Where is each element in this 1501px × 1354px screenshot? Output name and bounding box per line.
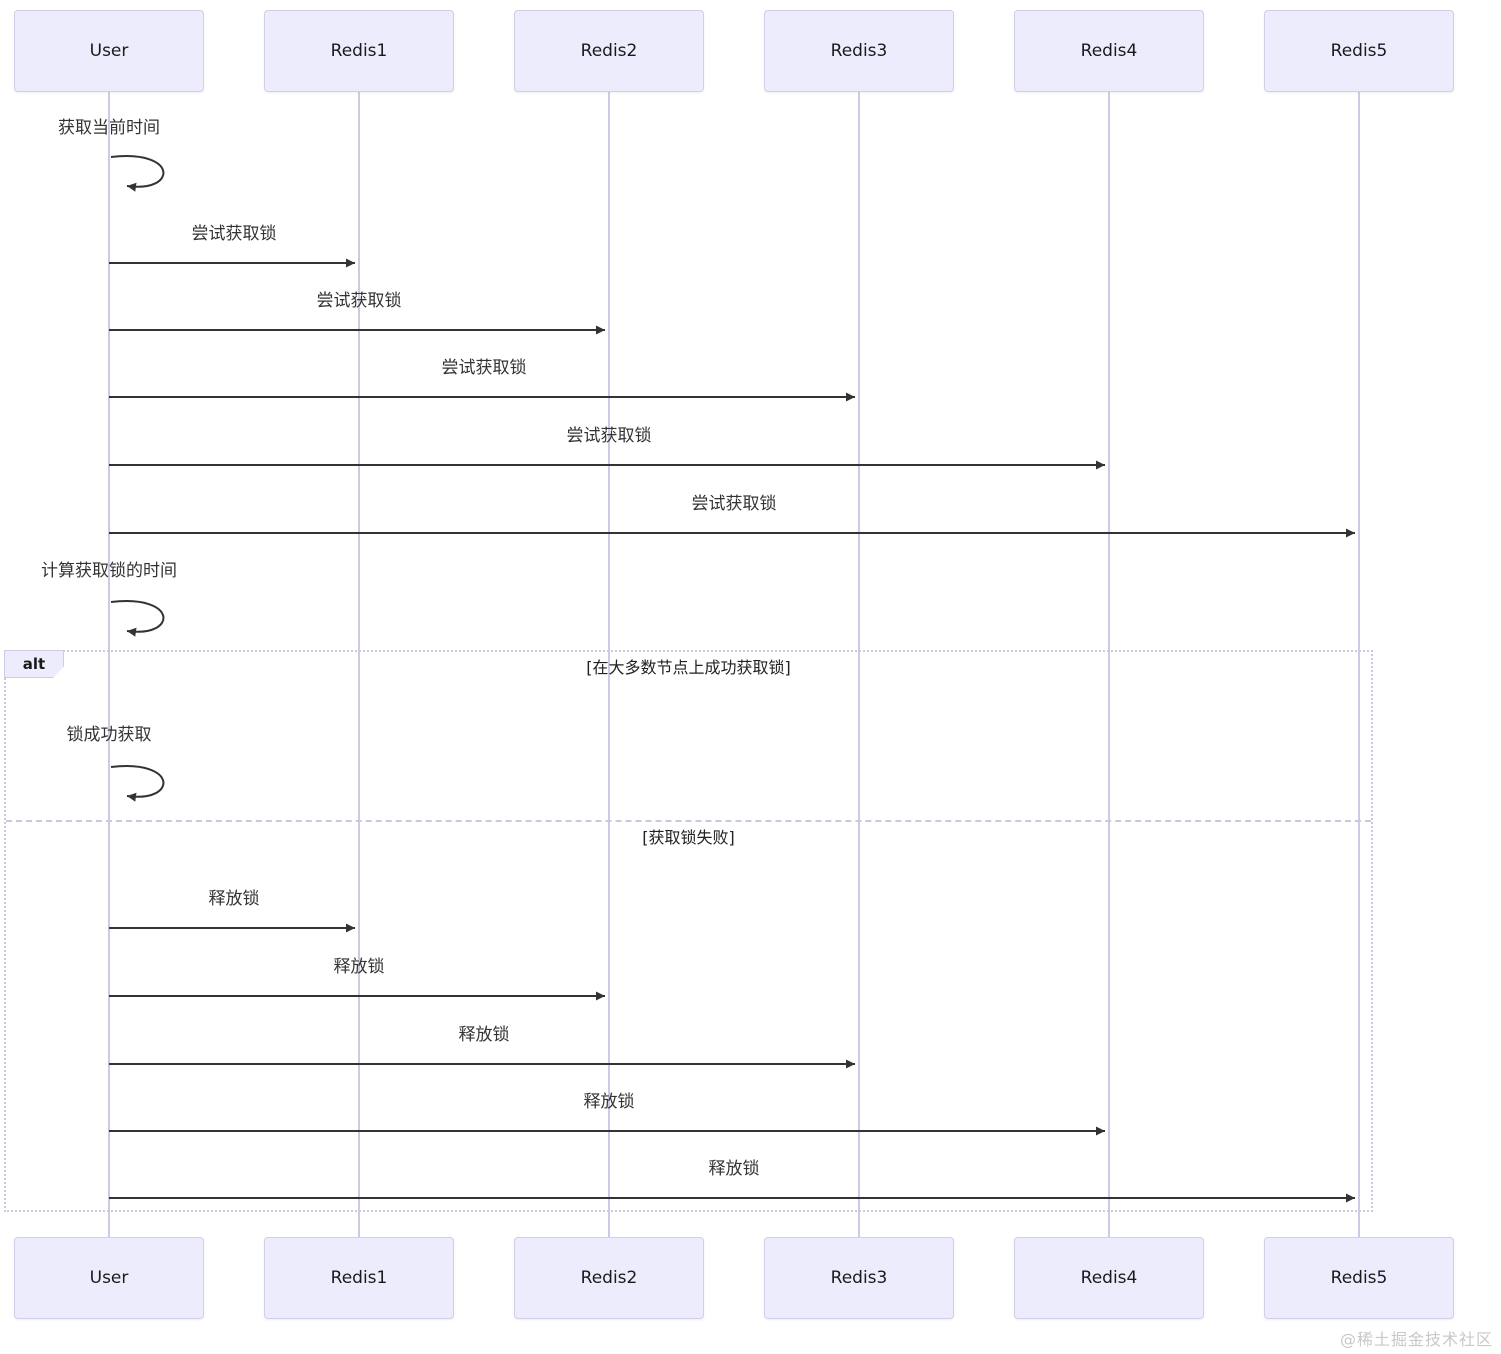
participant-label: Redis5 [1330,1268,1388,1288]
message-label-try-lock-redis1: 尝试获取锁 [191,224,277,244]
message-label-try-lock-redis5: 尝试获取锁 [691,494,777,514]
alt-condition-failure: [获取锁失败] [642,828,735,847]
participant-redis1-bottom: Redis1 [264,1237,454,1319]
participant-redis2-bottom: Redis2 [514,1237,704,1319]
message-label-release-lock-redis1: 释放锁 [208,889,260,909]
participant-label: Redis4 [1080,41,1138,61]
participant-label: Redis2 [580,1268,638,1288]
alt-frame-label-text: alt [22,655,46,673]
participant-user-bottom: User [14,1237,204,1319]
participant-redis5-bottom: Redis5 [1264,1237,1454,1319]
message-label-try-lock-redis4: 尝试获取锁 [566,426,652,446]
message-label-release-lock-redis3: 释放锁 [458,1025,510,1045]
participant-label: Redis3 [830,1268,888,1288]
participant-redis1-top: Redis1 [264,10,454,92]
self-message-lock-acquired: 锁成功获取 [66,725,152,745]
participant-label: Redis1 [330,41,388,61]
message-label-release-lock-redis2: 释放锁 [333,957,385,977]
alt-frame-label: alt [4,650,64,678]
alt-else-divider [6,820,1371,822]
lifeline-redis3 [858,92,860,1237]
lifeline-user [108,92,110,1237]
alt-frame [4,650,1373,1212]
participant-redis2-top: Redis2 [514,10,704,92]
participant-label: Redis2 [580,41,638,61]
participant-redis5-top: Redis5 [1264,10,1454,92]
participant-label: User [89,1268,129,1288]
message-label-try-lock-redis2: 尝试获取锁 [316,291,402,311]
self-loop-get-time [110,155,165,192]
participant-label: Redis5 [1330,41,1388,61]
watermark: @稀土掘金技术社区 [1339,1330,1493,1349]
message-label-release-lock-redis4: 释放锁 [583,1092,635,1112]
lifeline-redis5 [1358,92,1360,1237]
participant-user-top: User [14,10,204,92]
lifeline-redis2 [608,92,610,1237]
message-label-try-lock-redis3: 尝试获取锁 [441,358,527,378]
lifeline-redis1 [358,92,360,1237]
alt-condition-success: [在大多数节点上成功获取锁] [586,658,791,677]
lifeline-redis4 [1108,92,1110,1237]
self-message-get-current-time: 获取当前时间 [58,118,160,138]
participant-label: Redis3 [830,41,888,61]
participant-redis4-top: Redis4 [1014,10,1204,92]
self-loop-compute-time [110,600,165,637]
participant-label: Redis1 [330,1268,388,1288]
participant-label: Redis4 [1080,1268,1138,1288]
message-label-release-lock-redis5: 释放锁 [708,1159,760,1179]
participant-redis4-bottom: Redis4 [1014,1237,1204,1319]
participant-redis3-bottom: Redis3 [764,1237,954,1319]
self-message-compute-lock-time: 计算获取锁的时间 [41,561,177,581]
participant-label: User [89,41,129,61]
participant-redis3-top: Redis3 [764,10,954,92]
